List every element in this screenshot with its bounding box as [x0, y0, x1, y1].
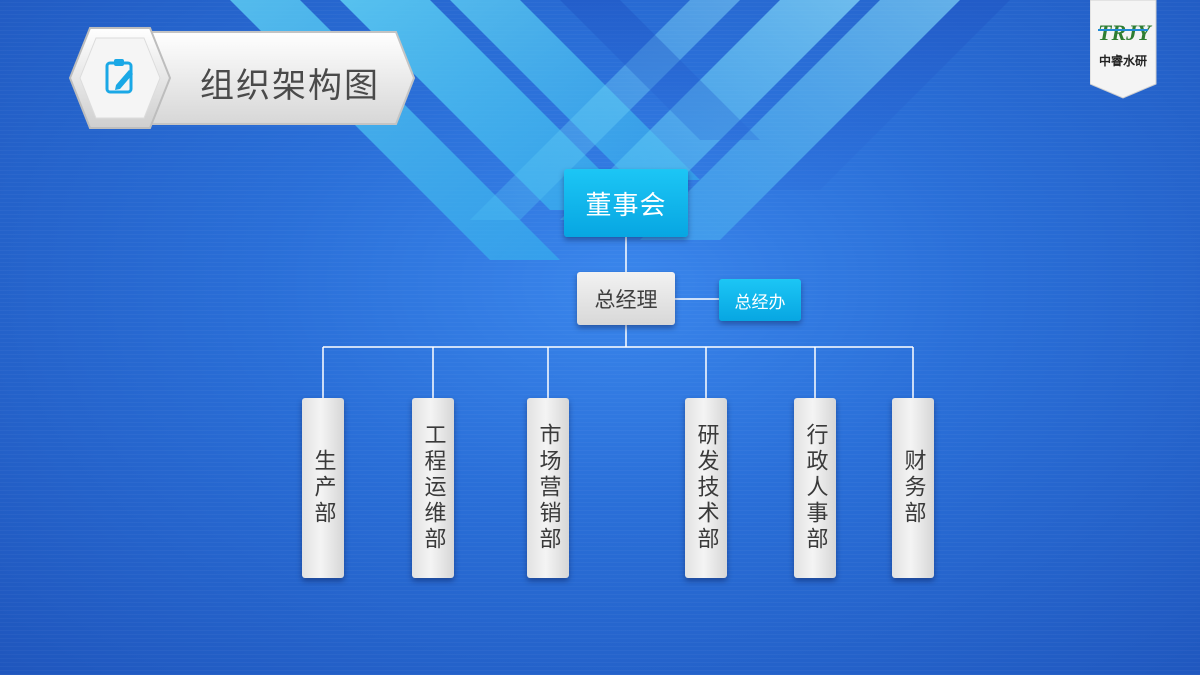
node-general-manager: 总经理 — [577, 272, 675, 325]
node-board: 董事会 — [564, 169, 688, 237]
node-dept-marketing: 市场营销部 — [527, 398, 569, 578]
company-name: 中睿水研 — [1098, 54, 1147, 68]
node-gm-office: 总经办 — [719, 279, 801, 321]
logo-mark: TRJY — [1098, 20, 1153, 45]
node-dept-rnd: 研发技术部 — [685, 398, 727, 578]
company-logo: TRJY — [1090, 0, 1157, 99]
page-title: 组织架构图 — [200, 66, 380, 106]
node-dept-production: 生产部 — [302, 398, 344, 578]
node-dept-engineering-ops: 工程运维部 — [412, 398, 454, 578]
edit-note-icon — [105, 59, 133, 94]
node-dept-admin-hr: 行政人事部 — [794, 398, 836, 578]
node-dept-finance: 财务部 — [892, 398, 934, 578]
